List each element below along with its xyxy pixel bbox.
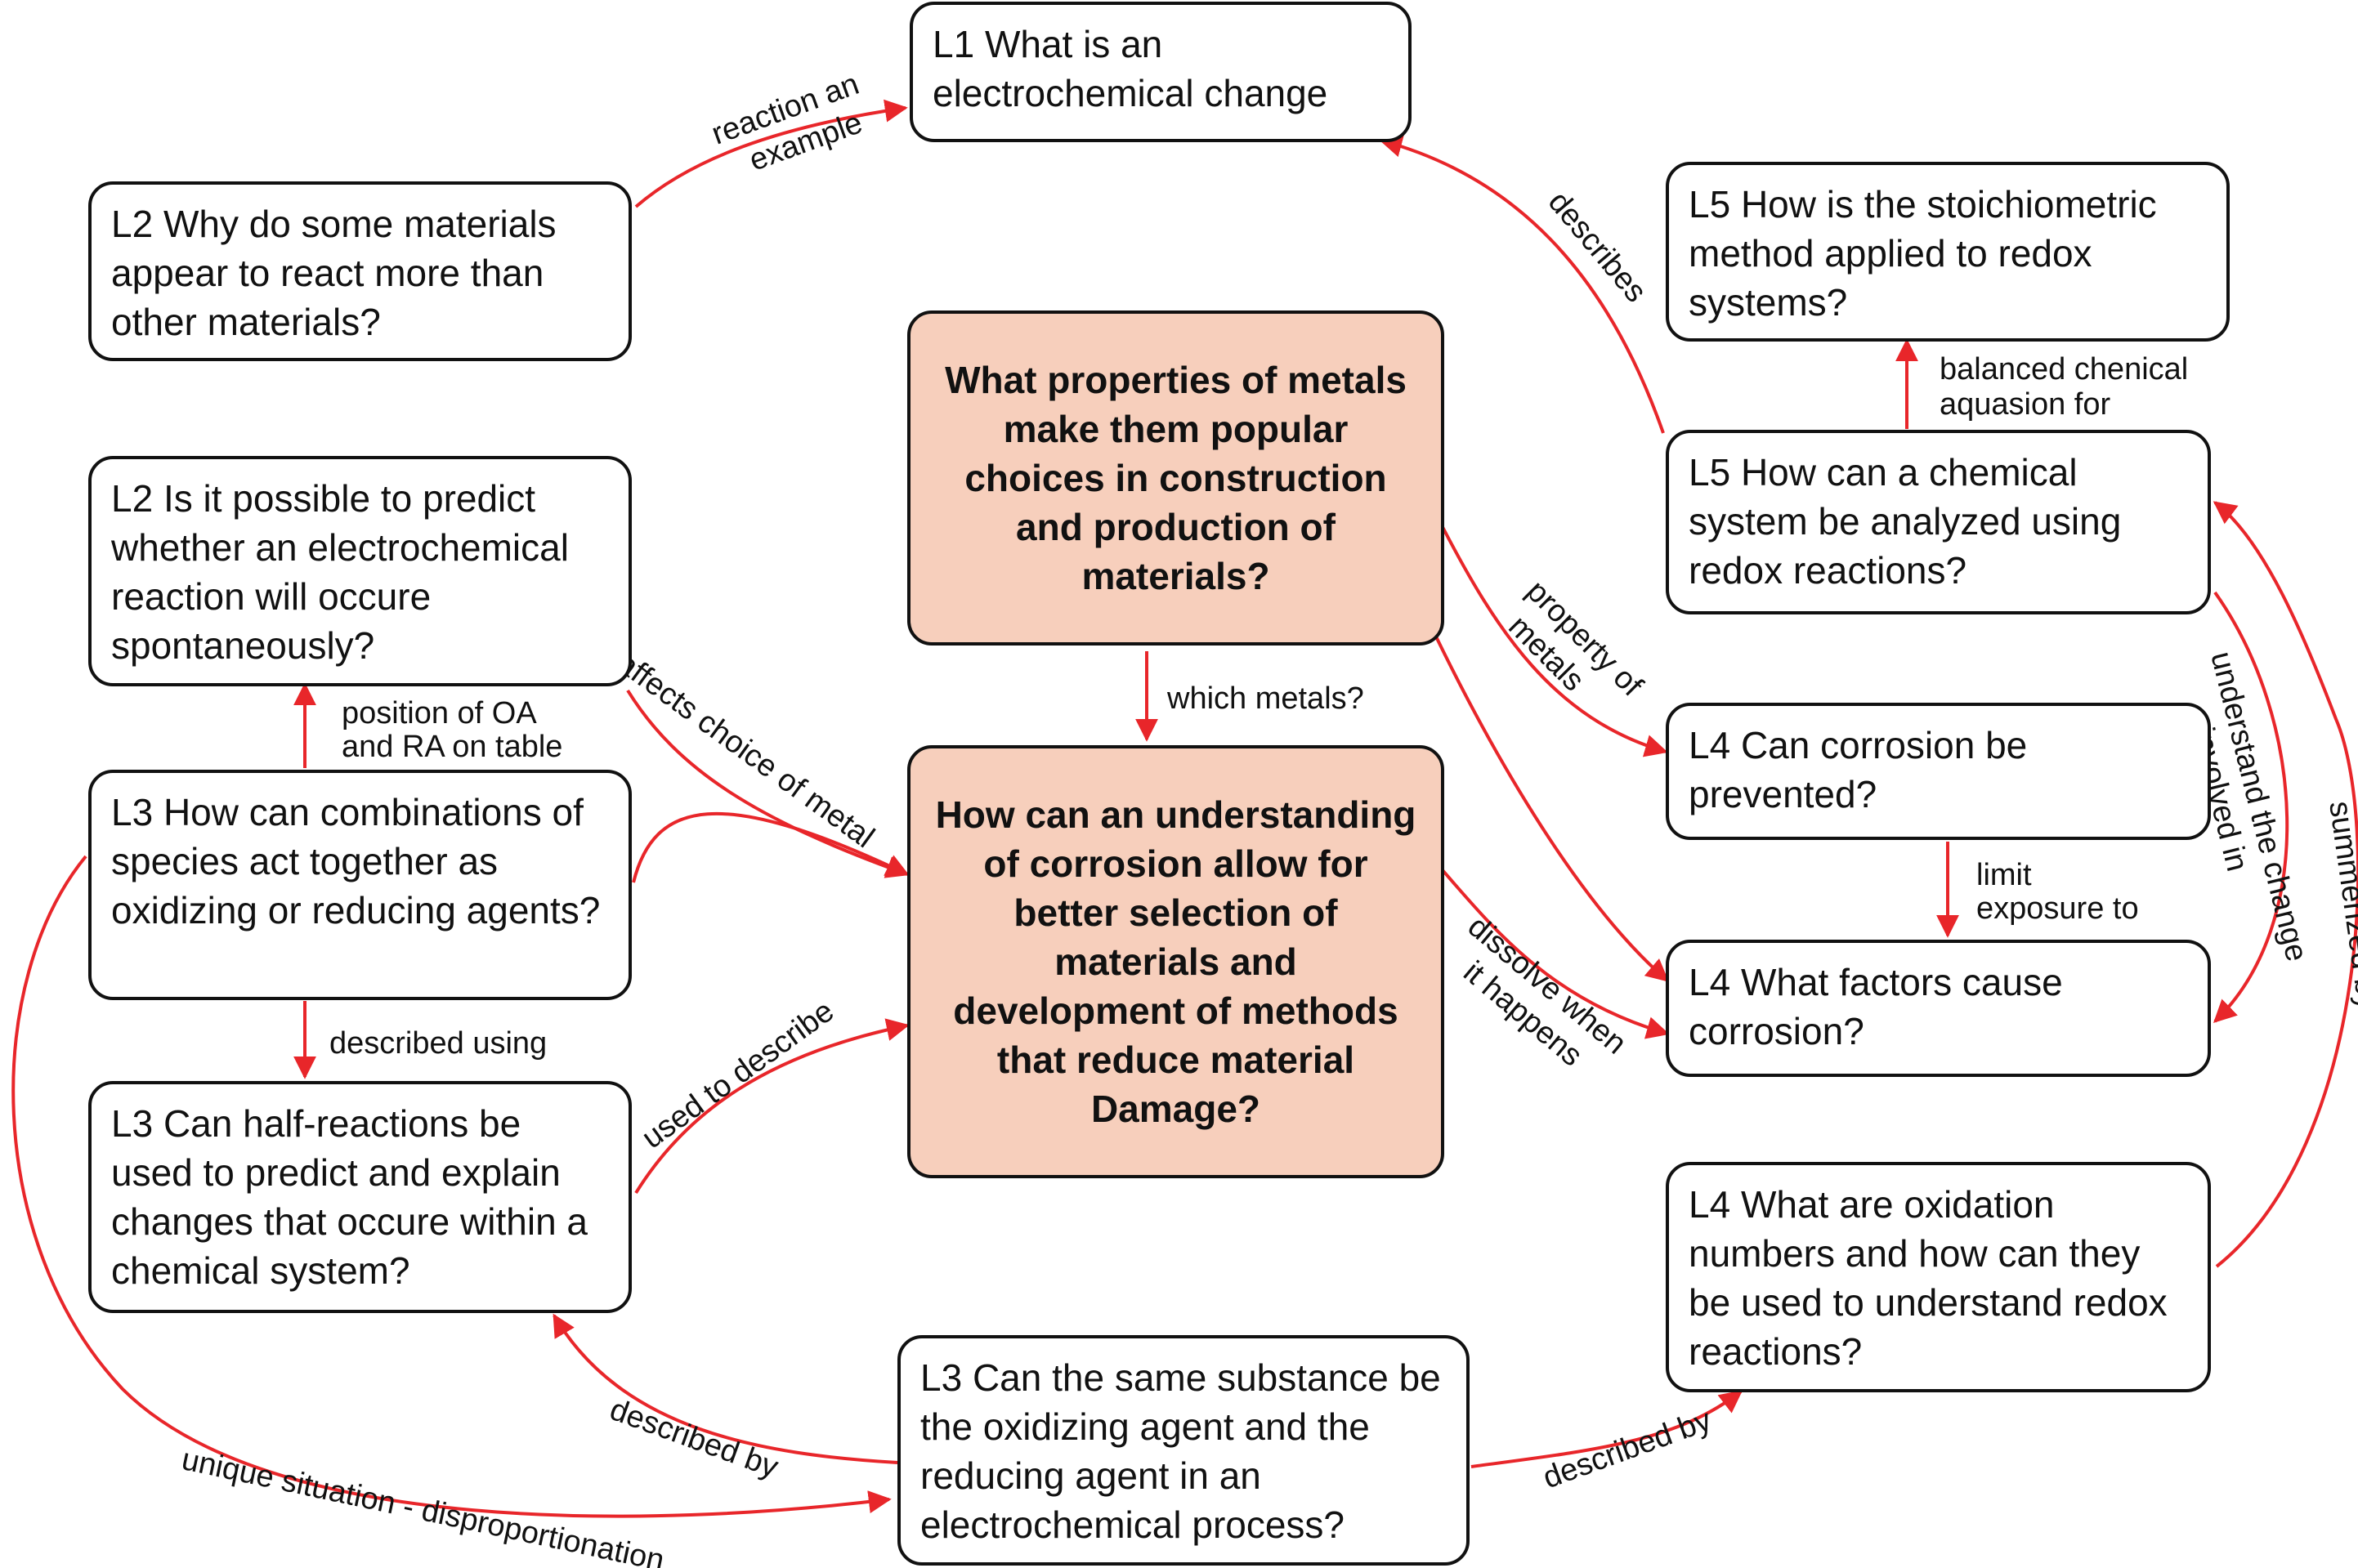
node-l1-electrochemical-change: L1 What is an electrochemical change: [910, 2, 1412, 142]
label-limit-2: exposure to: [1976, 891, 2139, 926]
edge-properties-to-factors: [1433, 632, 1670, 982]
node-l5-chemical-system-text: L5 How can a chemical system be analyzed…: [1689, 451, 2122, 592]
node-l2-predict-spontaneous: L2 Is it possible to predict whether an …: [88, 456, 632, 686]
edge-property-of-metals: [1441, 526, 1668, 757]
edge-combinations-to-corrosion: [632, 811, 910, 883]
node-central-properties: What properties of metals make them popu…: [907, 310, 1444, 646]
node-l3-half-reactions: L3 Can half-reactions be used to predict…: [88, 1081, 632, 1313]
node-l3-same-substance-text: L3 Can the same substance be the oxidizi…: [920, 1356, 1441, 1546]
label-unique-situation: unique situation - disproportionation: [179, 1442, 668, 1568]
label-described-using: described using: [329, 1026, 547, 1061]
label-used-to-describe: used to describe: [636, 994, 840, 1155]
edge-dissolve: [1441, 869, 1670, 1039]
edge-used-to-describe: [634, 1018, 910, 1195]
edge-unique-situation: [11, 855, 892, 1518]
node-central-corrosion: How can an understanding of corrosion al…: [907, 745, 1444, 1178]
label-position-2: and RA on table: [342, 730, 562, 764]
edge-affects-choice: [626, 689, 910, 878]
node-central-properties-text: What properties of metals make them popu…: [945, 359, 1407, 597]
node-l5-stoichiometric: L5 How is the stoichiometric method appl…: [1666, 162, 2230, 342]
node-l4-oxidation-numbers-text: L4 What are oxidation numbers and how ca…: [1689, 1183, 2168, 1373]
node-l2-predict-text: L2 Is it possible to predict whether an …: [111, 477, 569, 667]
node-l4-factors-text: L4 What factors cause corrosion?: [1689, 961, 2063, 1052]
node-l4-factors: L4 What factors cause corrosion?: [1666, 940, 2211, 1077]
node-l3-combinations: L3 How can combinations of species act t…: [88, 770, 632, 1000]
node-l4-oxidation-numbers: L4 What are oxidation numbers and how ca…: [1666, 1162, 2211, 1392]
label-balanced-2: aquasion for: [1940, 387, 2110, 422]
label-described-by-right: described by: [1538, 1403, 1716, 1495]
label-limit-1: limit: [1976, 858, 2032, 892]
label-affects-choice: affects choice of metal: [611, 646, 880, 855]
edge-understand-change: [2213, 591, 2289, 1023]
node-l2-react-more: L2 Why do some materials appear to react…: [88, 181, 632, 361]
node-l5-chemical-system: L5 How can a chemical system be analyzed…: [1666, 430, 2211, 614]
node-l5-stoichiometric-text: L5 How is the stoichiometric method appl…: [1689, 183, 2157, 324]
node-l3-half-reactions-text: L3 Can half-reactions be used to predict…: [111, 1102, 588, 1292]
edge-describes: [1379, 135, 1665, 434]
node-central-corrosion-text: How can an understanding of corrosion al…: [935, 793, 1416, 1130]
node-l3-combinations-text: L3 How can combinations of species act t…: [111, 791, 601, 931]
label-position-1: position of OA: [342, 696, 537, 730]
node-l2-react-more-text: L2 Why do some materials appear to react…: [111, 203, 557, 343]
label-summerized: summerized by: [2322, 799, 2358, 1012]
edge-described-by-right: [1470, 1390, 1743, 1468]
label-balanced-1: balanced chenical: [1940, 352, 2188, 386]
node-l1-text: L1 What is an electrochemical change: [933, 23, 1328, 114]
edge-summerized-by: [2213, 501, 2358, 1268]
label-described-by-left: described by: [606, 1392, 783, 1485]
edge-described-by-left: [553, 1313, 898, 1464]
label-which-metals: which metals?: [1166, 681, 1364, 716]
node-l4-prevented: L4 Can corrosion be prevented?: [1666, 703, 2211, 840]
node-l3-same-substance: L3 Can the same substance be the oxidizi…: [897, 1335, 1470, 1566]
edge-reaction-example: [634, 99, 908, 208]
node-l4-prevented-text: L4 Can corrosion be prevented?: [1689, 724, 2028, 815]
